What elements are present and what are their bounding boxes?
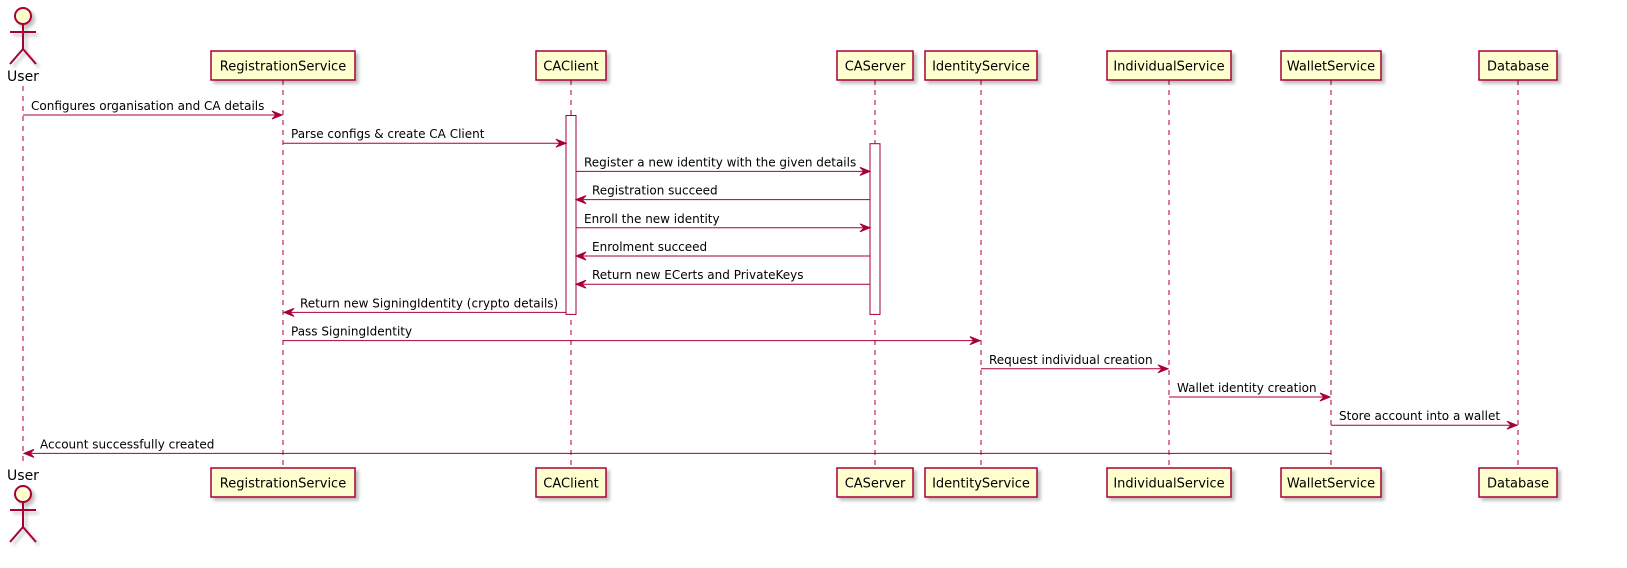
message-11: Wallet identity creation	[1169, 381, 1332, 402]
participant-label: CAServer	[845, 60, 906, 75]
participant-label: WalletService	[1287, 477, 1375, 492]
participant-label: IndividualService	[1113, 60, 1224, 75]
message-label: Enroll the new identity	[584, 212, 720, 226]
participant-label: CAClient	[543, 60, 598, 75]
participant-box	[210, 467, 356, 498]
message-7: Return new ECerts and PrivateKeys	[574, 268, 870, 289]
message-8: Return new SigningIdentity (crypto detai…	[282, 296, 566, 317]
participant-identity-top: IdentityService	[924, 50, 1038, 81]
message-1: Configures organisation and CA details	[23, 99, 284, 120]
participant-box	[1478, 50, 1558, 81]
actor-label: User	[7, 69, 39, 85]
participant-caserver-top: CAServer	[836, 50, 914, 81]
arrowhead-icon	[859, 223, 872, 233]
participant-label: Database	[1487, 60, 1549, 75]
participant-box	[1280, 467, 1382, 498]
message-label: Register a new identity with the given d…	[584, 155, 856, 169]
participant-label: CAServer	[845, 477, 906, 492]
actor-user-bottom: User	[7, 468, 39, 543]
arrowhead-icon	[22, 448, 35, 458]
arrowhead-icon	[574, 195, 587, 205]
arrowhead-icon	[1157, 364, 1170, 374]
message-9: Pass SigningIdentity	[283, 325, 982, 346]
participant-label: CAClient	[543, 477, 598, 492]
participant-caclient-bottom: CAClient	[535, 467, 607, 498]
activation-bar-caclient	[565, 115, 577, 315]
message-label: Request individual creation	[989, 353, 1153, 367]
arrowhead-icon	[555, 138, 568, 148]
arrowhead-icon	[1319, 392, 1332, 402]
participant-registration-bottom: RegistrationService	[210, 467, 356, 498]
participant-box	[836, 467, 914, 498]
participant-individual-top: IndividualService	[1106, 50, 1232, 81]
message-2: Parse configs & create CA Client	[283, 127, 568, 148]
participant-box	[1280, 50, 1382, 81]
participant-box	[1106, 50, 1232, 81]
participant-label: IdentityService	[932, 477, 1030, 492]
message-13: Account successfully created	[22, 437, 1331, 458]
participant-identity-bottom: IdentityService	[924, 467, 1038, 498]
message-label: Enrolment succeed	[592, 240, 707, 254]
arrowhead-icon	[859, 166, 872, 176]
participant-label: WalletService	[1287, 60, 1375, 75]
participant-box	[924, 467, 1038, 498]
message-5: Enroll the new identity	[576, 212, 872, 233]
participant-wallet-top: WalletService	[1280, 50, 1382, 81]
message-label: Return new SigningIdentity (crypto detai…	[300, 296, 558, 310]
arrowhead-icon	[1506, 420, 1519, 430]
participant-box	[836, 50, 914, 81]
arrowhead-icon	[271, 110, 284, 120]
participant-label: IdentityService	[932, 60, 1030, 75]
participant-label: Database	[1487, 477, 1549, 492]
participant-registration-top: RegistrationService	[210, 50, 356, 81]
participant-box	[535, 467, 607, 498]
message-6: Enrolment succeed	[574, 240, 870, 261]
participant-wallet-bottom: WalletService	[1280, 467, 1382, 498]
arrowhead-icon	[574, 279, 587, 289]
participant-caserver-bottom: CAServer	[836, 467, 914, 498]
message-label: Pass SigningIdentity	[291, 325, 412, 339]
message-label: Account successfully created	[40, 437, 214, 451]
participant-label: IndividualService	[1113, 477, 1224, 492]
message-10: Request individual creation	[981, 353, 1170, 374]
arrowhead-icon	[574, 251, 587, 261]
arrowhead-icon	[969, 336, 982, 346]
actor-icon	[9, 7, 37, 65]
message-label: Wallet identity creation	[1177, 381, 1317, 395]
message-label: Configures organisation and CA details	[31, 99, 264, 113]
message-label: Store account into a wallet	[1339, 409, 1500, 423]
actor-user-top: User	[7, 7, 39, 85]
participant-box	[1478, 467, 1558, 498]
participant-database-bottom: Database	[1478, 467, 1558, 498]
message-label: Parse configs & create CA Client	[291, 127, 485, 141]
participant-label: RegistrationService	[220, 60, 346, 75]
message-label: Return new ECerts and PrivateKeys	[592, 268, 804, 282]
message-4: Registration succeed	[574, 184, 870, 205]
participant-database-top: Database	[1478, 50, 1558, 81]
message-12: Store account into a wallet	[1331, 409, 1519, 430]
actor-icon	[9, 485, 37, 543]
participant-box	[535, 50, 607, 81]
message-label: Registration succeed	[592, 184, 718, 198]
participant-label: RegistrationService	[220, 477, 346, 492]
message-3: Register a new identity with the given d…	[576, 155, 872, 176]
participant-box	[210, 50, 356, 81]
participant-box	[1106, 467, 1232, 498]
participant-individual-bottom: IndividualService	[1106, 467, 1232, 498]
participant-caclient-top: CAClient	[535, 50, 607, 81]
actor-label: User	[7, 468, 39, 484]
arrowhead-icon	[282, 307, 295, 317]
participant-box	[924, 50, 1038, 81]
activation-bar-caserver	[869, 143, 881, 315]
